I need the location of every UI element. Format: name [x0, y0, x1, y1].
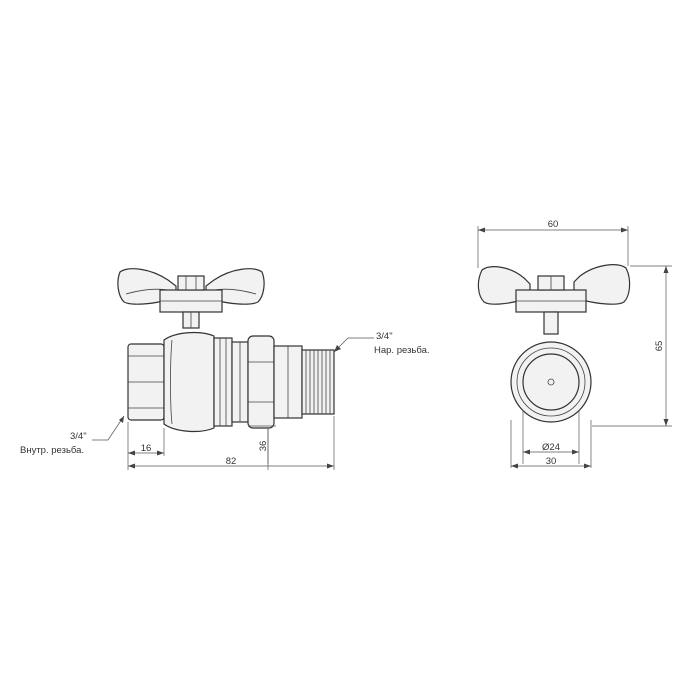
male-thread-size: 3/4" [376, 331, 393, 342]
dim-82-label: 82 [226, 456, 237, 467]
front-dimensions [127, 416, 335, 470]
dim-16-label: 16 [141, 443, 152, 454]
side-body [510, 341, 592, 423]
male-thread-label: Нар. резьба. [374, 345, 430, 356]
dim-60-label: 60 [548, 219, 559, 230]
side-view: 60 65 Ø24 30 [477, 219, 672, 469]
valve-body [127, 331, 249, 433]
thread-leaders [92, 337, 374, 441]
male-thread-end [301, 349, 335, 415]
female-thread-label: Внутр. резьба. [20, 445, 84, 456]
butterfly-handle [117, 268, 265, 329]
side-dimensions [477, 226, 672, 469]
union-nut [247, 335, 303, 429]
dim-36-label: 36 [258, 441, 269, 452]
dim-30-label: 30 [546, 456, 557, 467]
side-handle [477, 264, 631, 335]
dim-d24-label: Ø24 [542, 442, 560, 453]
front-view: 16 82 36 3/4" Нар. резьба. 3/4" Внутр. р… [20, 268, 430, 470]
dim-65-label: 65 [654, 341, 665, 352]
female-thread-size: 3/4" [70, 431, 87, 442]
